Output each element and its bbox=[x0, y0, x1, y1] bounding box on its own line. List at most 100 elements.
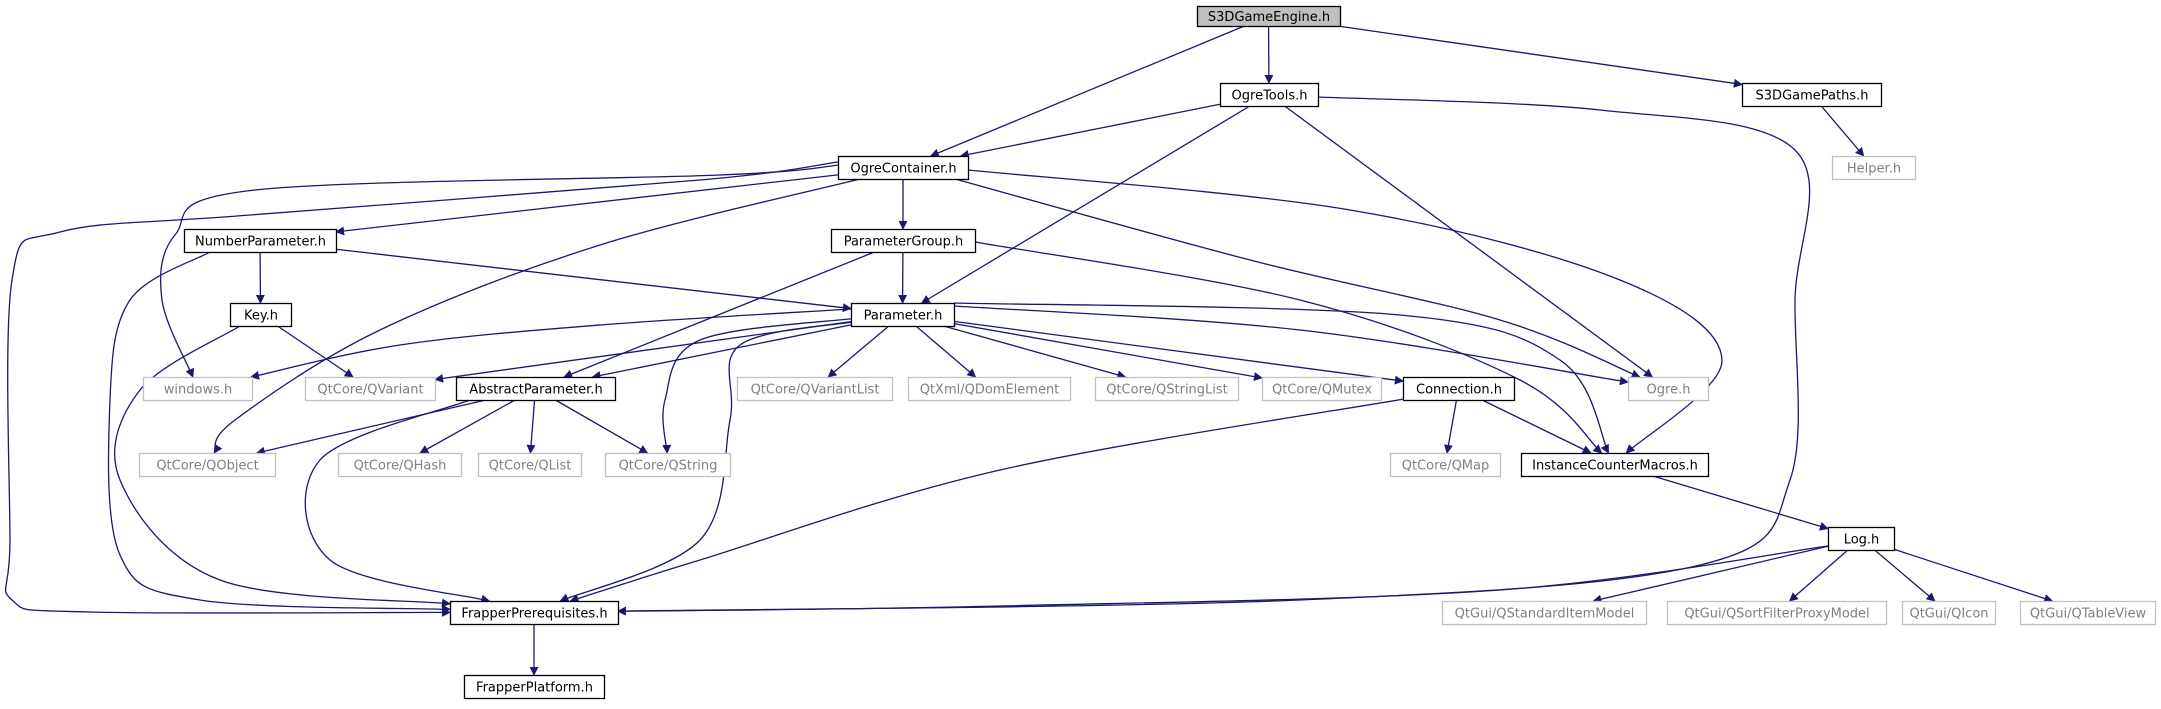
node-box bbox=[463, 674, 606, 700]
edge-ogrecontainer-to-numberparam bbox=[335, 174, 839, 236]
node-log[interactable]: Log.h bbox=[1827, 526, 1896, 552]
node-box bbox=[1261, 376, 1383, 402]
node-box bbox=[1831, 155, 1917, 181]
edge-instcounter-to-log bbox=[1652, 475, 1829, 531]
node-frapperprereq[interactable]: FrapperPrerequisites.h bbox=[449, 600, 620, 626]
edge-abstractparam-to-qstring bbox=[555, 399, 649, 454]
node-qmap: QtCore/QMap bbox=[1389, 452, 1502, 478]
node-label: QtCore/QList bbox=[489, 459, 572, 474]
node-label: windows.h bbox=[164, 383, 232, 398]
edge-ogretools-to-ogre bbox=[1284, 105, 1654, 378]
edge-s3dpaths-to-helper bbox=[1820, 105, 1865, 157]
node-box bbox=[1520, 452, 1710, 478]
node-root[interactable]: S3DGameEngine.h bbox=[1196, 5, 1342, 28]
node-label: Ogre.h bbox=[1647, 383, 1691, 398]
node-box bbox=[1389, 452, 1502, 478]
node-box bbox=[229, 302, 293, 328]
edge-ogrecontainer-to-ogre bbox=[954, 178, 1641, 379]
node-qstringlist: QtCore/QStringList bbox=[1094, 376, 1240, 402]
node-qmutex: QtCore/QMutex bbox=[1261, 376, 1383, 402]
edge-parameter-to-windows bbox=[250, 308, 852, 380]
node-paramgroup[interactable]: ParameterGroup.h bbox=[830, 228, 977, 254]
node-label: FrapperPrerequisites.h bbox=[461, 607, 607, 622]
node-windows: windows.h bbox=[142, 376, 254, 402]
node-abstractparam[interactable]: AbstractParameter.h bbox=[455, 376, 617, 402]
node-label: QtCore/QVariantList bbox=[751, 383, 880, 398]
edge-parameter-to-abstractparam bbox=[591, 324, 852, 380]
node-label: AbstractParameter.h bbox=[469, 383, 602, 398]
node-box bbox=[1094, 376, 1240, 402]
node-frapperplatform[interactable]: FrapperPlatform.h bbox=[463, 674, 606, 700]
node-box bbox=[138, 452, 277, 478]
node-label: S3DGamePaths.h bbox=[1756, 89, 1869, 104]
node-label: QtCore/QString bbox=[619, 459, 718, 474]
edge-key-to-qvariant bbox=[277, 325, 354, 378]
edge-paramgroup-to-abstractparam bbox=[563, 251, 875, 379]
node-label: QtCore/QObject bbox=[156, 459, 258, 474]
node-label: Log.h bbox=[1844, 533, 1880, 548]
node-box bbox=[1827, 526, 1896, 552]
node-box bbox=[304, 376, 437, 402]
node-box bbox=[1402, 376, 1516, 402]
node-qvariantlist: QtCore/QVariantList bbox=[736, 376, 894, 402]
node-label: Parameter.h bbox=[864, 309, 943, 324]
node-label: FrapperPlatform.h bbox=[476, 681, 593, 696]
edge-connection-to-qmap bbox=[1444, 399, 1458, 454]
node-qvariant: QtCore/QVariant bbox=[304, 376, 437, 402]
node-box bbox=[837, 155, 970, 181]
node-ogrecontainer[interactable]: OgreContainer.h bbox=[837, 155, 970, 181]
node-connection[interactable]: Connection.h bbox=[1402, 376, 1516, 402]
node-box bbox=[604, 452, 732, 478]
node-box bbox=[1666, 600, 1888, 626]
edge-ogrecontainer-to-windows bbox=[159, 164, 841, 378]
edge-parameter-to-connection bbox=[953, 320, 1404, 385]
node-qstditemmodel: QtGui/QStandardItemModel bbox=[1441, 600, 1648, 626]
node-label: QtCore/QMutex bbox=[1272, 383, 1372, 398]
edge-ogrecontainer-to-frapperprereq bbox=[4, 161, 839, 617]
node-ogretools[interactable]: OgreTools.h bbox=[1219, 82, 1320, 108]
node-label: QtGui/QStandardItemModel bbox=[1455, 607, 1635, 622]
edge-parameter-to-instcounter bbox=[953, 302, 1610, 454]
edge-connection-to-instcounter bbox=[1481, 399, 1592, 454]
edge-ogretools-to-frapperprereq bbox=[617, 96, 1811, 616]
node-label: QtGui/QIcon bbox=[1909, 607, 1988, 622]
node-box bbox=[736, 376, 894, 402]
edge-parameter-to-qstringlist bbox=[943, 325, 1127, 380]
node-label: Helper.h bbox=[1847, 162, 1901, 177]
node-box bbox=[1627, 376, 1710, 402]
node-label: NumberParameter.h bbox=[195, 235, 326, 250]
node-ogre: Ogre.h bbox=[1627, 376, 1710, 402]
node-label: QtCore/QStringList bbox=[1106, 383, 1228, 398]
edge-root-to-s3dpaths bbox=[1337, 25, 1743, 88]
edge-log-to-qsortfilter bbox=[1788, 549, 1849, 602]
node-parameter[interactable]: Parameter.h bbox=[850, 302, 956, 328]
node-box bbox=[850, 302, 956, 328]
node-label: OgreTools.h bbox=[1232, 89, 1308, 104]
node-qhash: QtCore/QHash bbox=[337, 452, 463, 478]
edge-parameter-to-qvariantlist bbox=[827, 325, 890, 378]
node-qsortfilter: QtGui/QSortFilterProxyModel bbox=[1666, 600, 1888, 626]
node-box bbox=[830, 228, 977, 254]
node-box bbox=[337, 452, 463, 478]
node-box bbox=[455, 376, 617, 402]
edge-ogrecontainer-to-instcounter bbox=[967, 169, 1723, 454]
node-s3dpaths[interactable]: S3DGamePaths.h bbox=[1741, 82, 1883, 108]
edge-paramgroup-to-instcounter bbox=[974, 241, 1603, 454]
node-box bbox=[183, 228, 338, 254]
node-instcounter[interactable]: InstanceCounterMacros.h bbox=[1520, 452, 1710, 478]
node-box bbox=[907, 376, 1072, 402]
edge-parameter-to-frapperprereq bbox=[559, 320, 861, 602]
node-label: Key.h bbox=[244, 309, 278, 324]
node-label: ParameterGroup.h bbox=[844, 235, 964, 250]
node-label: QtXml/QDomElement bbox=[920, 383, 1060, 398]
node-box bbox=[477, 452, 583, 478]
node-numberparam[interactable]: NumberParameter.h bbox=[183, 228, 338, 254]
edge-abstractparam-to-qhash bbox=[419, 399, 516, 454]
node-key[interactable]: Key.h bbox=[229, 302, 293, 328]
node-box bbox=[142, 376, 254, 402]
edge-log-to-qicon bbox=[1874, 549, 1936, 602]
node-helper: Helper.h bbox=[1831, 155, 1917, 181]
node-label: S3DGameEngine.h bbox=[1208, 10, 1330, 25]
node-label: QtGui/QTableView bbox=[2030, 607, 2147, 622]
